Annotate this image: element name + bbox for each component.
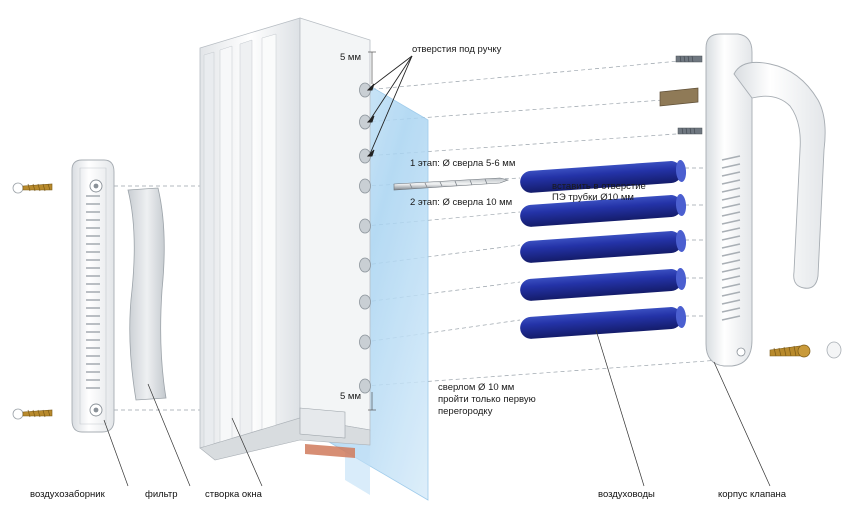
- handle-screw-icon: [675, 55, 703, 63]
- drill-note-line2: пройти только первую: [438, 394, 536, 405]
- leader-lines: [103, 329, 771, 487]
- dimension-top-label: 5 мм: [340, 52, 361, 63]
- stage1-label: 1 этап: Ø сверла 5-6 мм: [410, 158, 515, 169]
- screw-icon: [12, 408, 53, 420]
- sash-holes: [359, 82, 371, 394]
- caption-ducts: воздуховоды: [598, 489, 655, 500]
- handle-holes-label: отверстия под ручку: [412, 44, 502, 55]
- cover-cap-icon: [826, 341, 842, 359]
- caption-filter: фильтр: [145, 489, 178, 500]
- air-duct: [520, 268, 687, 301]
- filter-part: [127, 187, 167, 401]
- air-intake: [71, 159, 115, 433]
- caption-sash: створка окна: [205, 489, 263, 500]
- air-ducts: [520, 160, 687, 339]
- drill-note-line3: перегородку: [438, 406, 493, 417]
- caption-air-intake: воздухозаборник: [30, 489, 106, 500]
- screw-icon: [769, 344, 811, 358]
- air-duct: [520, 160, 687, 193]
- handle-lever: [733, 61, 826, 289]
- screw-icon: [12, 182, 53, 194]
- window-sash: [199, 17, 371, 461]
- handle-holes-arrows: [366, 55, 413, 157]
- air-duct: [520, 194, 687, 227]
- air-duct: [520, 306, 687, 339]
- handle-screw-icon: [677, 127, 703, 135]
- insert-label-line1: вставить в отверстие: [552, 181, 646, 192]
- spindle-icon: [659, 87, 699, 107]
- caption-valve-body: корпус клапана: [718, 489, 787, 500]
- insert-label-line2: ПЭ трубки Ø10 мм: [552, 192, 634, 203]
- air-duct: [520, 230, 687, 263]
- dimension-bottom-label: 5 мм: [340, 391, 361, 402]
- valve-body: [705, 33, 753, 367]
- stage2-label: 2 этап: Ø сверла 10 мм: [410, 197, 512, 208]
- drill-bit: [393, 177, 510, 191]
- drill-note-line1: сверлом Ø 10 мм: [438, 382, 514, 393]
- dimension-marks: [368, 51, 376, 411]
